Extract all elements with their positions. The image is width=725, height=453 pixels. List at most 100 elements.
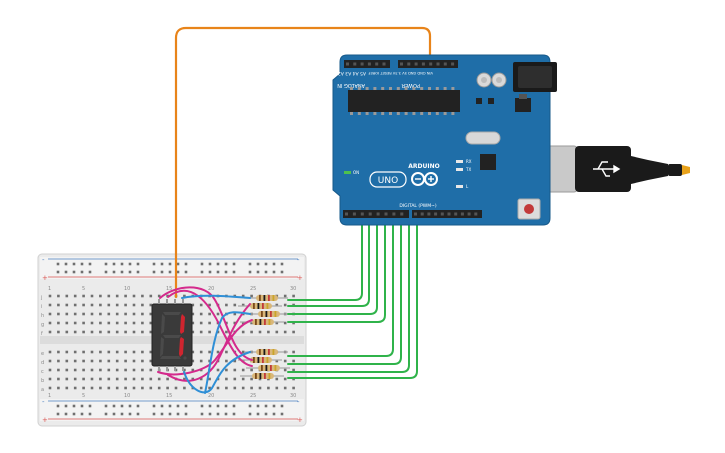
breadboard-hole[interactable] xyxy=(141,368,144,372)
breadboard-hole[interactable] xyxy=(48,303,52,307)
breadboard-hole[interactable] xyxy=(149,359,153,363)
breadboard-hole[interactable] xyxy=(141,303,144,307)
rail-hole[interactable] xyxy=(280,262,284,266)
breadboard-hole[interactable] xyxy=(65,386,69,390)
breadboard-hole[interactable] xyxy=(90,330,94,334)
breadboard-hole[interactable] xyxy=(124,321,127,325)
breadboard-hole[interactable] xyxy=(141,386,144,390)
header-pin[interactable] xyxy=(421,62,425,66)
rail-hole[interactable] xyxy=(248,412,252,416)
breadboard-hole[interactable] xyxy=(65,303,69,307)
breadboard-hole[interactable] xyxy=(82,368,85,372)
breadboard-hole[interactable] xyxy=(157,377,161,381)
blue-wire-3[interactable] xyxy=(183,351,251,394)
rail-hole[interactable] xyxy=(280,404,284,408)
breadboard-hole[interactable] xyxy=(183,386,186,390)
breadboard-hole[interactable] xyxy=(99,312,102,316)
rail-hole[interactable] xyxy=(56,404,60,408)
breadboard-hole[interactable] xyxy=(199,386,203,390)
breadboard-hole[interactable] xyxy=(99,359,102,363)
breadboard-hole[interactable] xyxy=(141,359,144,363)
rail-hole[interactable] xyxy=(264,262,268,266)
breadboard-hole[interactable] xyxy=(107,377,111,381)
rail-hole[interactable] xyxy=(232,412,236,416)
rail-hole[interactable] xyxy=(256,412,260,416)
breadboard-hole[interactable] xyxy=(107,321,111,325)
breadboard-hole[interactable] xyxy=(141,350,144,354)
breadboard-hole[interactable] xyxy=(275,321,279,325)
rail-hole[interactable] xyxy=(64,404,68,408)
rail-hole[interactable] xyxy=(200,404,204,408)
breadboard-hole[interactable] xyxy=(124,294,127,298)
breadboard-hole[interactable] xyxy=(132,377,136,381)
breadboard-hole[interactable] xyxy=(292,294,295,298)
breadboard-hole[interactable] xyxy=(250,321,253,325)
breadboard-hole[interactable] xyxy=(199,330,203,334)
breadboard-hole[interactable] xyxy=(107,303,111,307)
breadboard-hole[interactable] xyxy=(233,377,237,381)
breadboard-hole[interactable] xyxy=(191,350,195,354)
breadboard-hole[interactable] xyxy=(233,386,237,390)
magenta-wire-2[interactable] xyxy=(167,289,253,367)
breadboard-hole[interactable] xyxy=(57,303,60,307)
rail-hole[interactable] xyxy=(256,270,260,274)
header-pin[interactable] xyxy=(352,212,356,216)
resistor[interactable] xyxy=(246,365,290,371)
header-pin[interactable] xyxy=(353,62,357,66)
rail-hole[interactable] xyxy=(56,262,60,266)
header-pin[interactable] xyxy=(392,212,396,216)
breadboard-hole[interactable] xyxy=(115,386,119,390)
breadboard-hole[interactable] xyxy=(292,359,295,363)
breadboard-hole[interactable] xyxy=(99,321,102,325)
rail-hole[interactable] xyxy=(272,270,276,274)
signal-wire-1[interactable] xyxy=(287,217,363,301)
breadboard-hole[interactable] xyxy=(48,359,52,363)
rail-hole[interactable] xyxy=(176,270,180,274)
header-pin[interactable] xyxy=(467,212,471,216)
breadboard-hole[interactable] xyxy=(115,312,119,316)
breadboard-hole[interactable] xyxy=(73,386,77,390)
breadboard-hole[interactable] xyxy=(241,303,245,307)
breadboard-hole[interactable] xyxy=(48,350,52,354)
rail-hole[interactable] xyxy=(200,412,204,416)
breadboard-hole[interactable] xyxy=(225,350,228,354)
rail-hole[interactable] xyxy=(56,270,60,274)
rail-hole[interactable] xyxy=(208,404,212,408)
breadboard-hole[interactable] xyxy=(225,386,228,390)
rail-hole[interactable] xyxy=(280,412,284,416)
header-pin[interactable] xyxy=(420,212,424,216)
header-pin[interactable] xyxy=(451,62,455,66)
resistor[interactable] xyxy=(238,303,282,309)
rail-hole[interactable] xyxy=(152,412,156,416)
breadboard-hole[interactable] xyxy=(107,312,111,316)
breadboard-hole[interactable] xyxy=(149,386,153,390)
breadboard-hole[interactable] xyxy=(250,377,253,381)
rail-hole[interactable] xyxy=(216,262,220,266)
rail-hole[interactable] xyxy=(112,262,116,266)
breadboard-hole[interactable] xyxy=(82,312,85,316)
breadboard-hole[interactable] xyxy=(107,359,111,363)
breadboard-hole[interactable] xyxy=(73,294,77,298)
breadboard-hole[interactable] xyxy=(124,377,127,381)
breadboard-hole[interactable] xyxy=(225,359,228,363)
breadboard-hole[interactable] xyxy=(233,359,237,363)
breadboard-hole[interactable] xyxy=(225,330,228,334)
breadboard-hole[interactable] xyxy=(73,350,77,354)
breadboard-hole[interactable] xyxy=(90,303,94,307)
breadboard-hole[interactable] xyxy=(233,303,237,307)
breadboard-hole[interactable] xyxy=(73,303,77,307)
breadboard-hole[interactable] xyxy=(99,377,102,381)
breadboard-hole[interactable] xyxy=(73,330,77,334)
breadboard-hole[interactable] xyxy=(99,330,102,334)
breadboard-hole[interactable] xyxy=(57,294,60,298)
header-pin[interactable] xyxy=(376,212,380,216)
breadboard-hole[interactable] xyxy=(115,368,119,372)
rail-hole[interactable] xyxy=(248,270,252,274)
breadboard-hole[interactable] xyxy=(65,359,69,363)
header-pin[interactable] xyxy=(400,212,404,216)
header-pin[interactable] xyxy=(434,212,438,216)
rail-hole[interactable] xyxy=(128,412,132,416)
resistor[interactable] xyxy=(244,349,288,355)
breadboard-hole[interactable] xyxy=(267,386,270,390)
breadboard-hole[interactable] xyxy=(57,377,60,381)
